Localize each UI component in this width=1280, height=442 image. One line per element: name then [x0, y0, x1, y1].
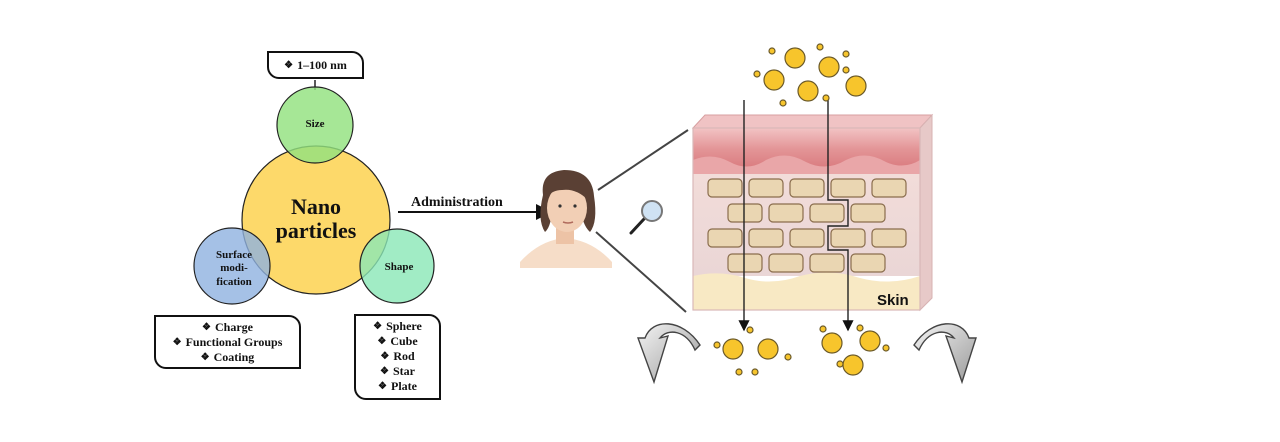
- shape-label: Shape: [385, 261, 414, 273]
- shape-item-row: ❖ Sphere: [356, 319, 439, 334]
- shape-item-row: ❖ Star: [356, 364, 439, 379]
- surface-label-line2: modi-: [220, 262, 248, 274]
- size-range-text: 1–100 nm: [297, 58, 347, 72]
- bullet-icon: ❖: [284, 60, 294, 71]
- bullet-icon: ❖: [380, 351, 390, 362]
- bullet-icon: ❖: [378, 381, 387, 392]
- surface-item-charge: Charge: [214, 320, 253, 334]
- nanoparticles-below-skin-left: [713, 326, 792, 376]
- bullet-icon: ❖: [373, 321, 383, 332]
- zoom-line-top: [597, 129, 689, 191]
- skin-cross-section: [691, 113, 934, 312]
- shape-item-rod: Rod: [393, 349, 415, 363]
- size-info-box: ❖ 1–100 nm: [267, 51, 364, 79]
- nanoparticles-label-line2: particles: [276, 218, 357, 243]
- administration-arrow-group: Administration: [398, 195, 552, 220]
- size-info-row: ❖ 1–100 nm: [269, 58, 362, 73]
- skin-label: Skin: [877, 292, 909, 309]
- nanoparticles-above-skin: [753, 43, 867, 107]
- shape-options-box: ❖ Sphere ❖ Cube ❖ Rod ❖ Star ❖ Plate: [354, 314, 441, 400]
- bullet-icon: ❖: [377, 336, 387, 347]
- surface-item-row: ❖ Charge: [156, 320, 299, 335]
- bullet-icon: ❖: [380, 366, 389, 377]
- shape-item-row: ❖ Cube: [356, 334, 439, 349]
- bullet-icon: ❖: [200, 352, 210, 363]
- shape-item-plate: Plate: [390, 379, 417, 393]
- surface-item-coating: Coating: [213, 350, 255, 364]
- zoom-line-bottom: [595, 231, 687, 313]
- surface-item-row: ❖ Functional Groups: [156, 335, 299, 350]
- curved-arrow-left-icon: [637, 323, 701, 385]
- surface-item-row: ❖ Coating: [156, 350, 299, 365]
- shape-item-star: Star: [392, 364, 415, 378]
- nanoparticles-label-line1: Nano: [291, 194, 341, 219]
- property-venn-group: Nano particles Size Shape Surface modi- …: [193, 80, 435, 305]
- penetration-paths: [738, 100, 854, 332]
- surface-modification-circle: [193, 227, 271, 305]
- shape-item-sphere: Sphere: [386, 319, 422, 333]
- surface-label-line1: Surface: [216, 249, 252, 261]
- nanoparticles-below-skin-right: [819, 324, 890, 376]
- magnifier-icon: [629, 200, 663, 235]
- surface-label-line3: fication: [216, 276, 251, 288]
- bullet-icon: ❖: [172, 337, 182, 348]
- size-label: Size: [306, 118, 325, 130]
- shape-item-row: ❖ Rod: [356, 349, 439, 364]
- shape-item-row: ❖ Plate: [356, 379, 439, 394]
- size-circle: [276, 86, 354, 164]
- surface-modification-box: ❖ Charge ❖ Functional Groups ❖ Coating: [154, 315, 301, 369]
- curved-arrow-right-icon: [913, 323, 977, 385]
- intercellular-path-arrow: [827, 100, 854, 332]
- shape-circle: [359, 228, 435, 304]
- skin-cell-bricks: [707, 178, 907, 273]
- person-illustration: [520, 170, 612, 268]
- bullet-icon: ❖: [202, 322, 211, 333]
- administration-label: Administration: [411, 195, 503, 210]
- shape-item-cube: Cube: [390, 334, 418, 348]
- surface-item-functional-groups: Functional Groups: [185, 335, 283, 349]
